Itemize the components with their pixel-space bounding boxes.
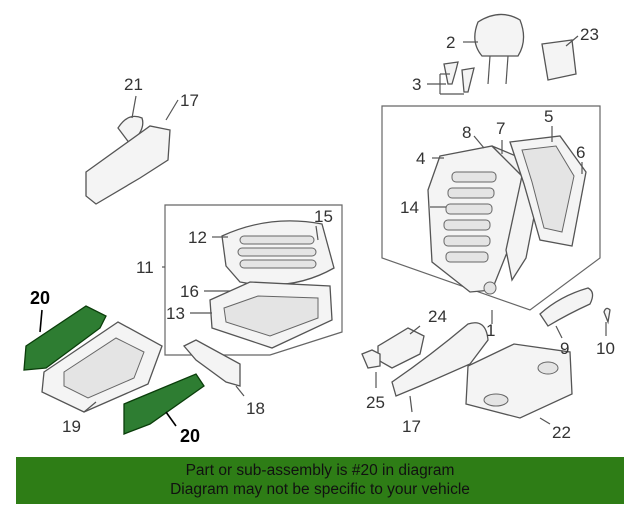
recline-handle-part[interactable] xyxy=(539,287,594,327)
callout-7: 7 xyxy=(496,119,505,138)
callout-8: 8 xyxy=(462,123,471,142)
banner-line-1: Part or sub-assembly is #20 in diagram xyxy=(185,462,455,479)
callout-9: 9 xyxy=(560,339,569,358)
callout-13: 13 xyxy=(166,304,185,323)
callout-1: 1 xyxy=(486,321,495,340)
callout-17-lower: 17 xyxy=(402,417,421,436)
recliner-cover-left-part[interactable] xyxy=(85,115,171,205)
clip-part[interactable] xyxy=(361,349,381,369)
callout-5: 5 xyxy=(544,107,553,126)
callout-19: 19 xyxy=(62,417,81,436)
headrest-part[interactable] xyxy=(474,13,525,85)
leader-lines xyxy=(39,35,607,427)
callout-18: 18 xyxy=(246,399,265,418)
shield-part-20-lower[interactable] xyxy=(123,373,205,435)
shield-part-20-upper[interactable] xyxy=(23,305,107,371)
callout-6: 6 xyxy=(576,143,585,162)
callout-22: 22 xyxy=(552,423,571,442)
callout-21: 21 xyxy=(124,75,143,94)
under-tray-part[interactable] xyxy=(465,343,573,419)
callout-2: 2 xyxy=(446,33,455,52)
callout-23: 23 xyxy=(580,25,599,44)
callout-4: 4 xyxy=(416,149,425,168)
callout-11: 11 xyxy=(136,258,154,277)
callout-20-lower: 20 xyxy=(180,426,200,446)
seat-back-frame-part[interactable] xyxy=(427,145,523,295)
callout-17-upper: 17 xyxy=(180,91,199,110)
headrest-guide-part[interactable] xyxy=(443,61,475,93)
cover-panel-part[interactable] xyxy=(541,39,577,81)
callout-25: 25 xyxy=(366,393,385,412)
bracket-part[interactable] xyxy=(377,327,425,369)
callout-20-upper: 20 xyxy=(30,288,50,308)
callout-10: 10 xyxy=(596,339,615,358)
back-assembly-box xyxy=(381,105,601,311)
callout-14: 14 xyxy=(400,198,419,217)
callout-3: 3 xyxy=(412,75,421,94)
cap-part[interactable] xyxy=(603,307,611,325)
part-info-banner: Part or sub-assembly is #20 in diagram D… xyxy=(16,457,624,504)
cushion-frame-part[interactable] xyxy=(209,281,333,349)
banner-line-2: Diagram may not be specific to your vehi… xyxy=(170,481,470,498)
callout-15: 15 xyxy=(314,207,333,226)
callout-12: 12 xyxy=(188,228,207,247)
callout-24: 24 xyxy=(428,307,447,326)
back-cover-part[interactable] xyxy=(509,135,587,247)
callout-16: 16 xyxy=(180,282,199,301)
seat-parts-diagram: 2 3 23 21 17 7 5 8 6 4 14 15 12 11 16 13… xyxy=(23,13,615,446)
side-shield-part[interactable] xyxy=(391,322,489,397)
shield-part-18[interactable] xyxy=(182,339,241,387)
seat-track-part[interactable] xyxy=(41,321,163,413)
cushion-assembly-box xyxy=(164,204,343,356)
